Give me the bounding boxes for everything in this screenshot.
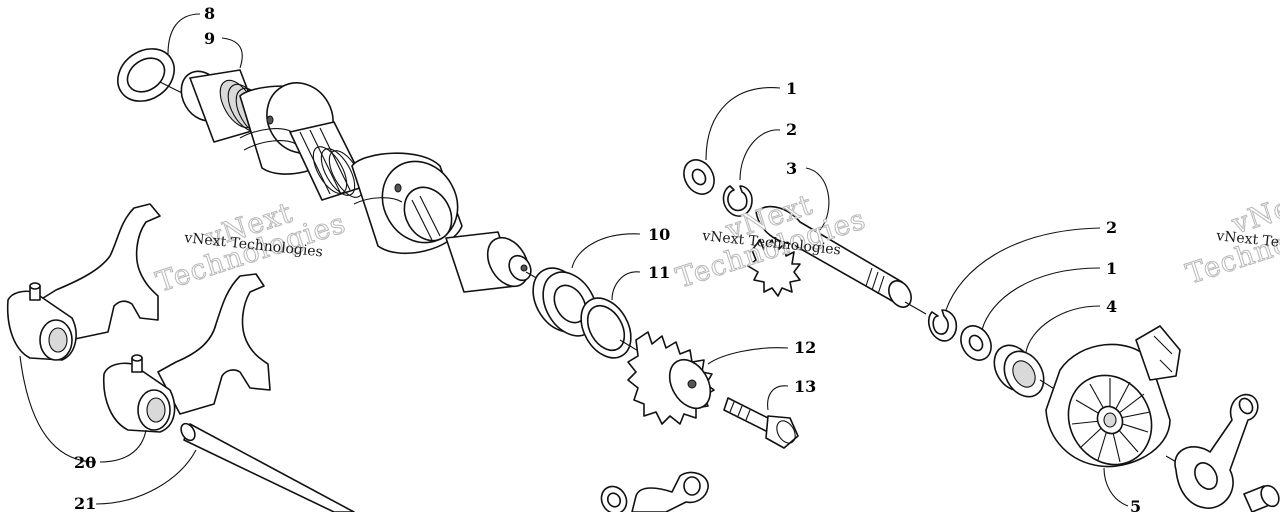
callout-4: 4	[1106, 297, 1117, 316]
callout-9: 9	[204, 29, 215, 48]
shift-lever	[1174, 393, 1259, 509]
part-8-washer	[117, 48, 175, 102]
part-1-washer-upper	[683, 159, 715, 195]
part-9-shift-drum	[159, 69, 541, 293]
callout-13: 13	[794, 377, 816, 396]
callout-1-lower: 1	[1106, 259, 1117, 278]
callout-3: 3	[786, 159, 797, 178]
part-11-washer	[580, 297, 632, 359]
part-21-fork-rod	[180, 422, 355, 512]
link-plate	[600, 471, 709, 512]
callout-21: 21	[74, 494, 96, 512]
shift-fork-upper	[6, 203, 161, 361]
shift-fork-lower	[102, 273, 271, 433]
callout-2-upper: 2	[786, 120, 797, 139]
part-4-bearing	[993, 344, 1057, 398]
watermark-right: vNext Technologies vNext Technologies	[1181, 181, 1280, 291]
lever-bolt	[1243, 484, 1280, 512]
callout-20: 20	[74, 453, 96, 472]
callout-8: 8	[204, 4, 215, 23]
callout-1-upper: 1	[786, 79, 797, 98]
part-3-shaft-with-gear	[747, 205, 927, 315]
part-12-gear	[627, 331, 715, 425]
leader-lines	[19, 13, 1129, 507]
part-1-washer-lower	[960, 325, 992, 361]
part-13-bolt	[723, 397, 799, 449]
callout-2-lower: 2	[1106, 218, 1117, 237]
callout-11: 11	[648, 263, 670, 282]
callout-10: 10	[648, 225, 670, 244]
callout-labels: 8 9 1 2 3 10 11 12 13 2 1 4 20 21 5	[74, 4, 1141, 512]
part-2-circlip-upper	[722, 185, 753, 217]
callout-5: 5	[1130, 497, 1141, 512]
part-5-sensor	[1045, 325, 1191, 471]
part-2-circlip-lower	[927, 309, 958, 342]
callout-12: 12	[794, 338, 816, 357]
